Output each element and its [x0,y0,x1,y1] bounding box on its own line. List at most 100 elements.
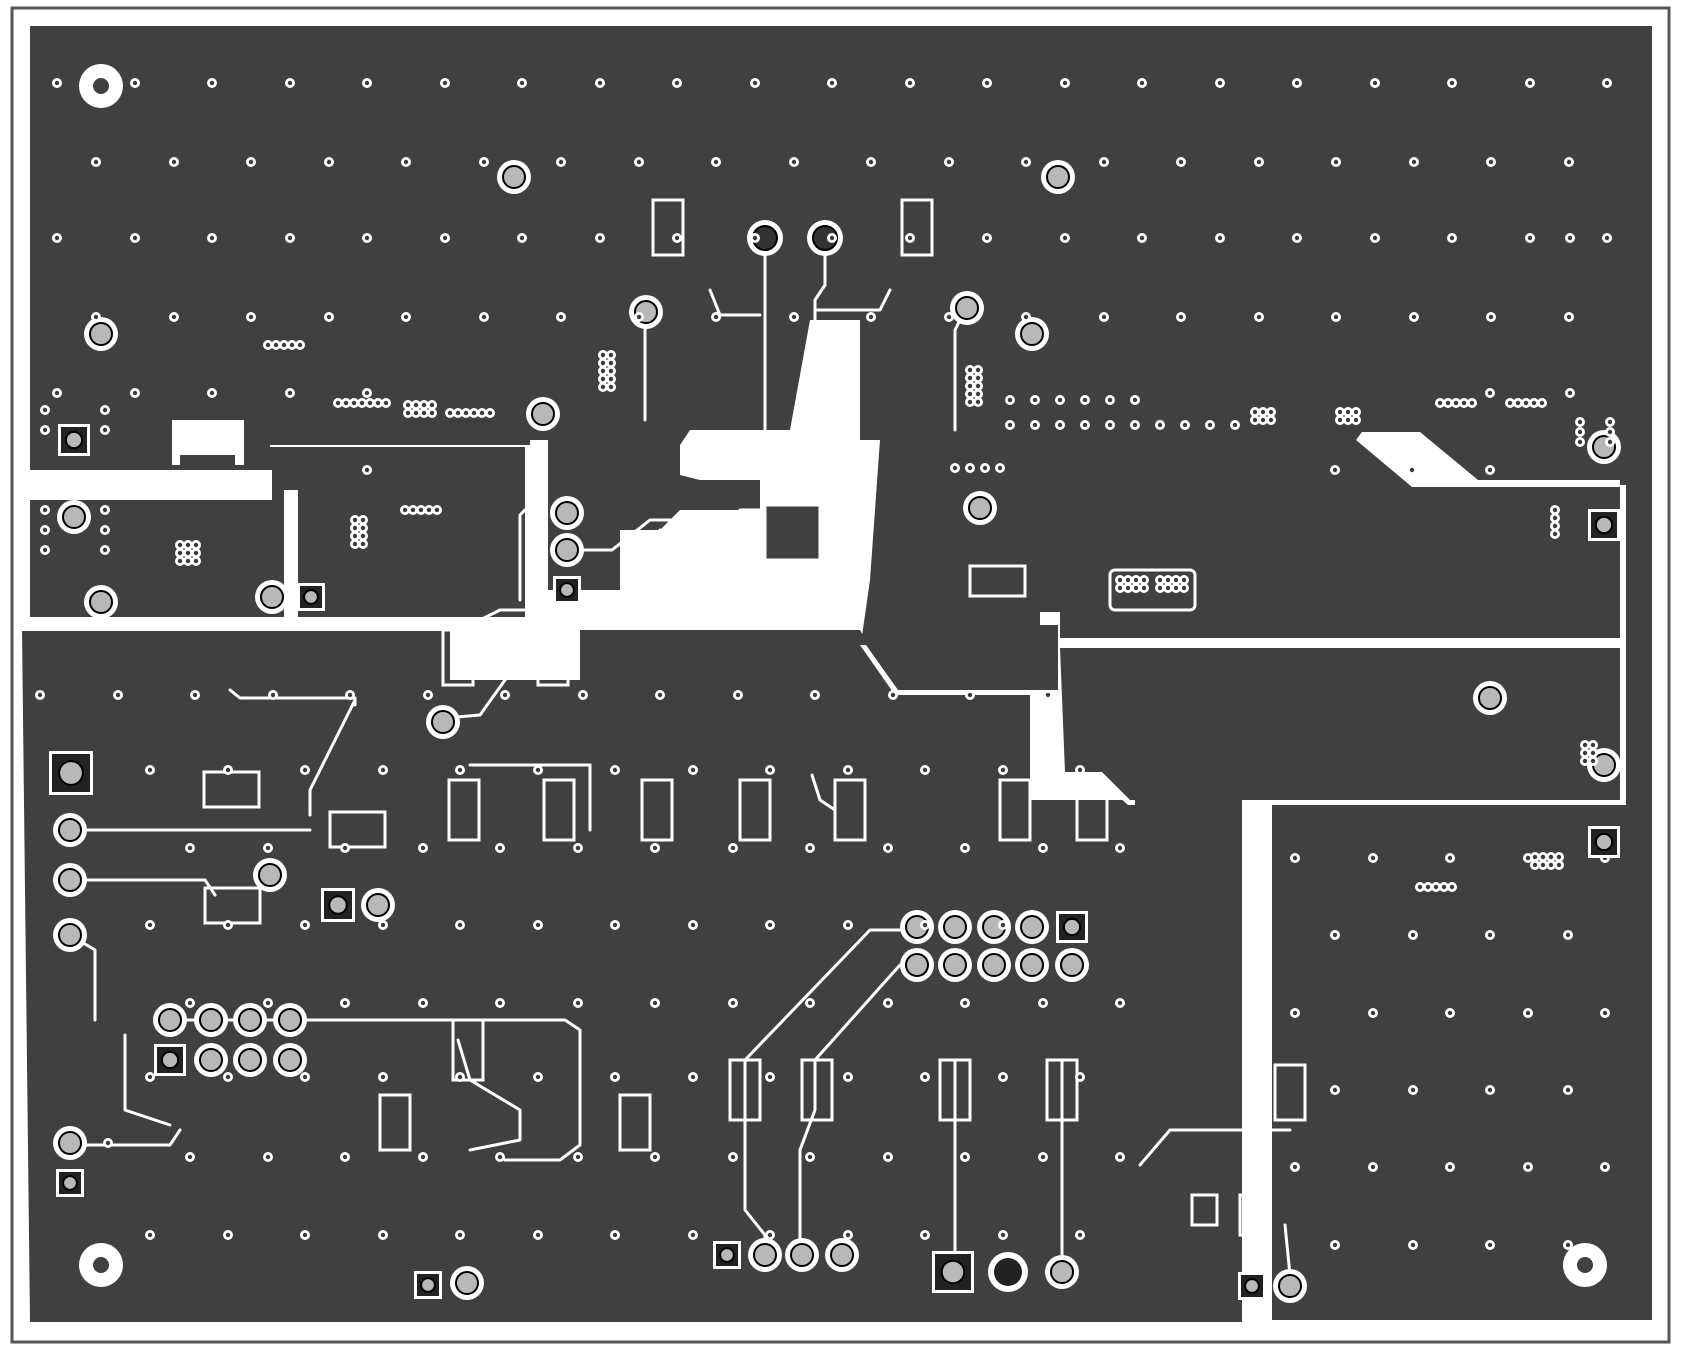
via-drill [1469,400,1475,406]
via-drill [1139,80,1145,86]
via-drill [636,159,642,165]
via-drill [187,845,193,851]
mounting-hole-center [93,78,109,94]
via-drill [352,517,358,523]
via-drill [791,314,797,320]
via-drill [1410,932,1416,938]
via-drill [265,1000,271,1006]
via-drill [946,314,952,320]
via-drill [185,542,191,548]
via-drill [1165,577,1171,583]
via-drill [177,558,183,564]
via-drill [535,767,541,773]
via-drill [302,1232,308,1238]
via-drill [657,692,663,698]
via-drill [37,692,43,698]
via-drill [600,376,606,382]
via-drill [845,1074,851,1080]
via-drill [429,402,435,408]
via-drill [1141,577,1147,583]
via-drill [1425,884,1431,890]
via-drill [997,465,1003,471]
via-drill [967,692,973,698]
via-drill [487,410,493,416]
via-drill [1107,422,1113,428]
via-drill [265,1154,271,1160]
via-drill [1548,854,1554,860]
via-drill [421,410,427,416]
via-drill [807,1154,813,1160]
via-drill [962,845,968,851]
via-drill [580,692,586,698]
via-drill [1178,314,1184,320]
via-drill [1353,417,1359,423]
via-drill [383,400,389,406]
via-drill [457,1232,463,1238]
via-drill [402,507,408,513]
via-drill [1488,314,1494,320]
via-drill [608,352,614,358]
via-drill [1000,1232,1006,1238]
via-drill [42,427,48,433]
via-drill [1181,585,1187,591]
via-drill [1552,515,1558,521]
via-drill [225,767,231,773]
pour-mid-right [860,580,1058,690]
via-drill [1525,1010,1531,1016]
via-drill [1157,577,1163,583]
via-drill [612,767,618,773]
via-drill [1372,235,1378,241]
via-drill [1217,235,1223,241]
through-hole-drill [968,496,992,520]
square-pad-drill [64,430,84,450]
via-drill [1577,439,1583,445]
via-drill [1023,159,1029,165]
via-drill [1487,1242,1493,1248]
via-drill [600,384,606,390]
via-drill [1207,422,1213,428]
via-drill [1531,400,1537,406]
via-drill [1453,400,1459,406]
via-drill [1582,750,1588,756]
via-drill [730,1154,736,1160]
via-drill [575,845,581,851]
through-hole-drill [455,1271,479,1295]
via-drill [1556,862,1562,868]
via-drill [1178,159,1184,165]
via-drill [1525,855,1531,861]
via-drill [360,517,366,523]
via-drill [171,314,177,320]
via-drill [1040,1154,1046,1160]
via-drill [102,547,108,553]
via-drill [1332,467,1338,473]
via-drill [984,80,990,86]
via-drill [807,1000,813,1006]
via-drill [1332,1087,1338,1093]
via-drill [1256,314,1262,320]
via-drill [1567,390,1573,396]
via-drill [1567,235,1573,241]
via-drill [347,692,353,698]
via-drill [352,533,358,539]
via-drill [1604,80,1610,86]
via-drill [273,342,279,348]
via-drill [185,558,191,564]
pour-left-logic [270,447,525,617]
through-hole-drill [366,893,390,917]
via-drill [612,1074,618,1080]
split-lines [22,432,1626,1325]
via-drill [1410,1242,1416,1248]
via-drill [752,80,758,86]
via-drill [1294,235,1300,241]
via-drill [1449,884,1455,890]
via-drill [1294,80,1300,86]
via-drill [405,402,411,408]
via-drill [652,1000,658,1006]
square-pad-drill [58,760,84,786]
pour-right-lower [1060,648,1620,800]
via-drill [1082,422,1088,428]
via-drill [1217,80,1223,86]
via-drill [608,384,614,390]
via-drill [885,1154,891,1160]
via-drill [1333,159,1339,165]
